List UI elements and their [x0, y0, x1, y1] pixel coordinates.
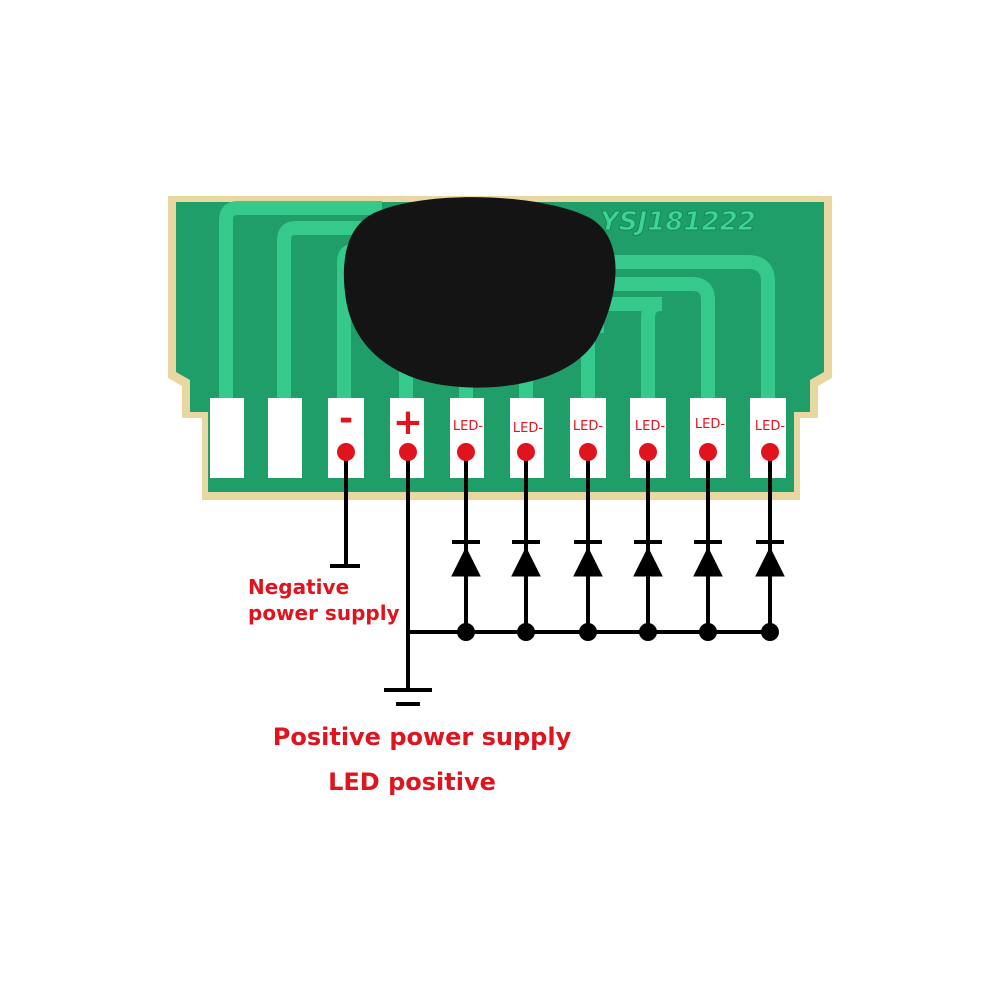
pin-dot-positive: [399, 443, 417, 461]
diode-symbol-icon: [573, 540, 603, 577]
pin-dot-led-6: [761, 443, 779, 461]
negative-label-line2: power supply: [248, 601, 400, 625]
pad-1: [210, 398, 244, 478]
pin-dot-led-3: [579, 443, 597, 461]
led-label-3: LED-: [573, 419, 603, 434]
positive-supply-label: Positive power supply: [273, 723, 572, 751]
pin-dots: [337, 443, 779, 461]
pin-dot-led-4: [639, 443, 657, 461]
junction-dot-icon: [639, 623, 657, 641]
led-label-6: LED-: [755, 419, 785, 434]
junction-dot-icon: [517, 623, 535, 641]
junction-dot-icon: [457, 623, 475, 641]
minus-symbol: -: [339, 399, 353, 439]
plus-symbol: +: [393, 402, 423, 443]
junction-dot-icon: [579, 623, 597, 641]
pin-dot-led-1: [457, 443, 475, 461]
epoxy-blob: [343, 197, 616, 388]
pin-labels: - + LED- LED- LED- LED- LED- LED-: [339, 399, 785, 443]
annotations: Negative power supply Positive power sup…: [248, 575, 572, 796]
negative-label-line1: Negative: [248, 575, 349, 599]
pin-dot-led-5: [699, 443, 717, 461]
junction-dot-icon: [699, 623, 717, 641]
diode-symbol-icon: [451, 540, 481, 577]
diodes: [451, 540, 785, 577]
pcb-board: YSJ181222: [168, 196, 832, 500]
diode-symbol-icon: [633, 540, 663, 577]
bus-junctions: [457, 623, 779, 641]
led-positive-label: LED positive: [328, 768, 496, 796]
pad-2: [268, 398, 302, 478]
pcb-pads: [210, 398, 786, 478]
led-label-1: LED-: [453, 419, 483, 434]
junction-dot-icon: [761, 623, 779, 641]
diode-symbol-icon: [511, 540, 541, 577]
pin-dot-led-2: [517, 443, 535, 461]
led-label-2: LED-: [513, 421, 543, 436]
led-label-4: LED-: [635, 419, 665, 434]
diode-symbol-icon: [755, 540, 785, 577]
diode-symbol-icon: [693, 540, 723, 577]
ground-symbol-icon: [384, 688, 432, 706]
led-label-5: LED-: [695, 417, 725, 432]
pin-dot-negative: [337, 443, 355, 461]
part-number: YSJ181222: [600, 207, 756, 237]
